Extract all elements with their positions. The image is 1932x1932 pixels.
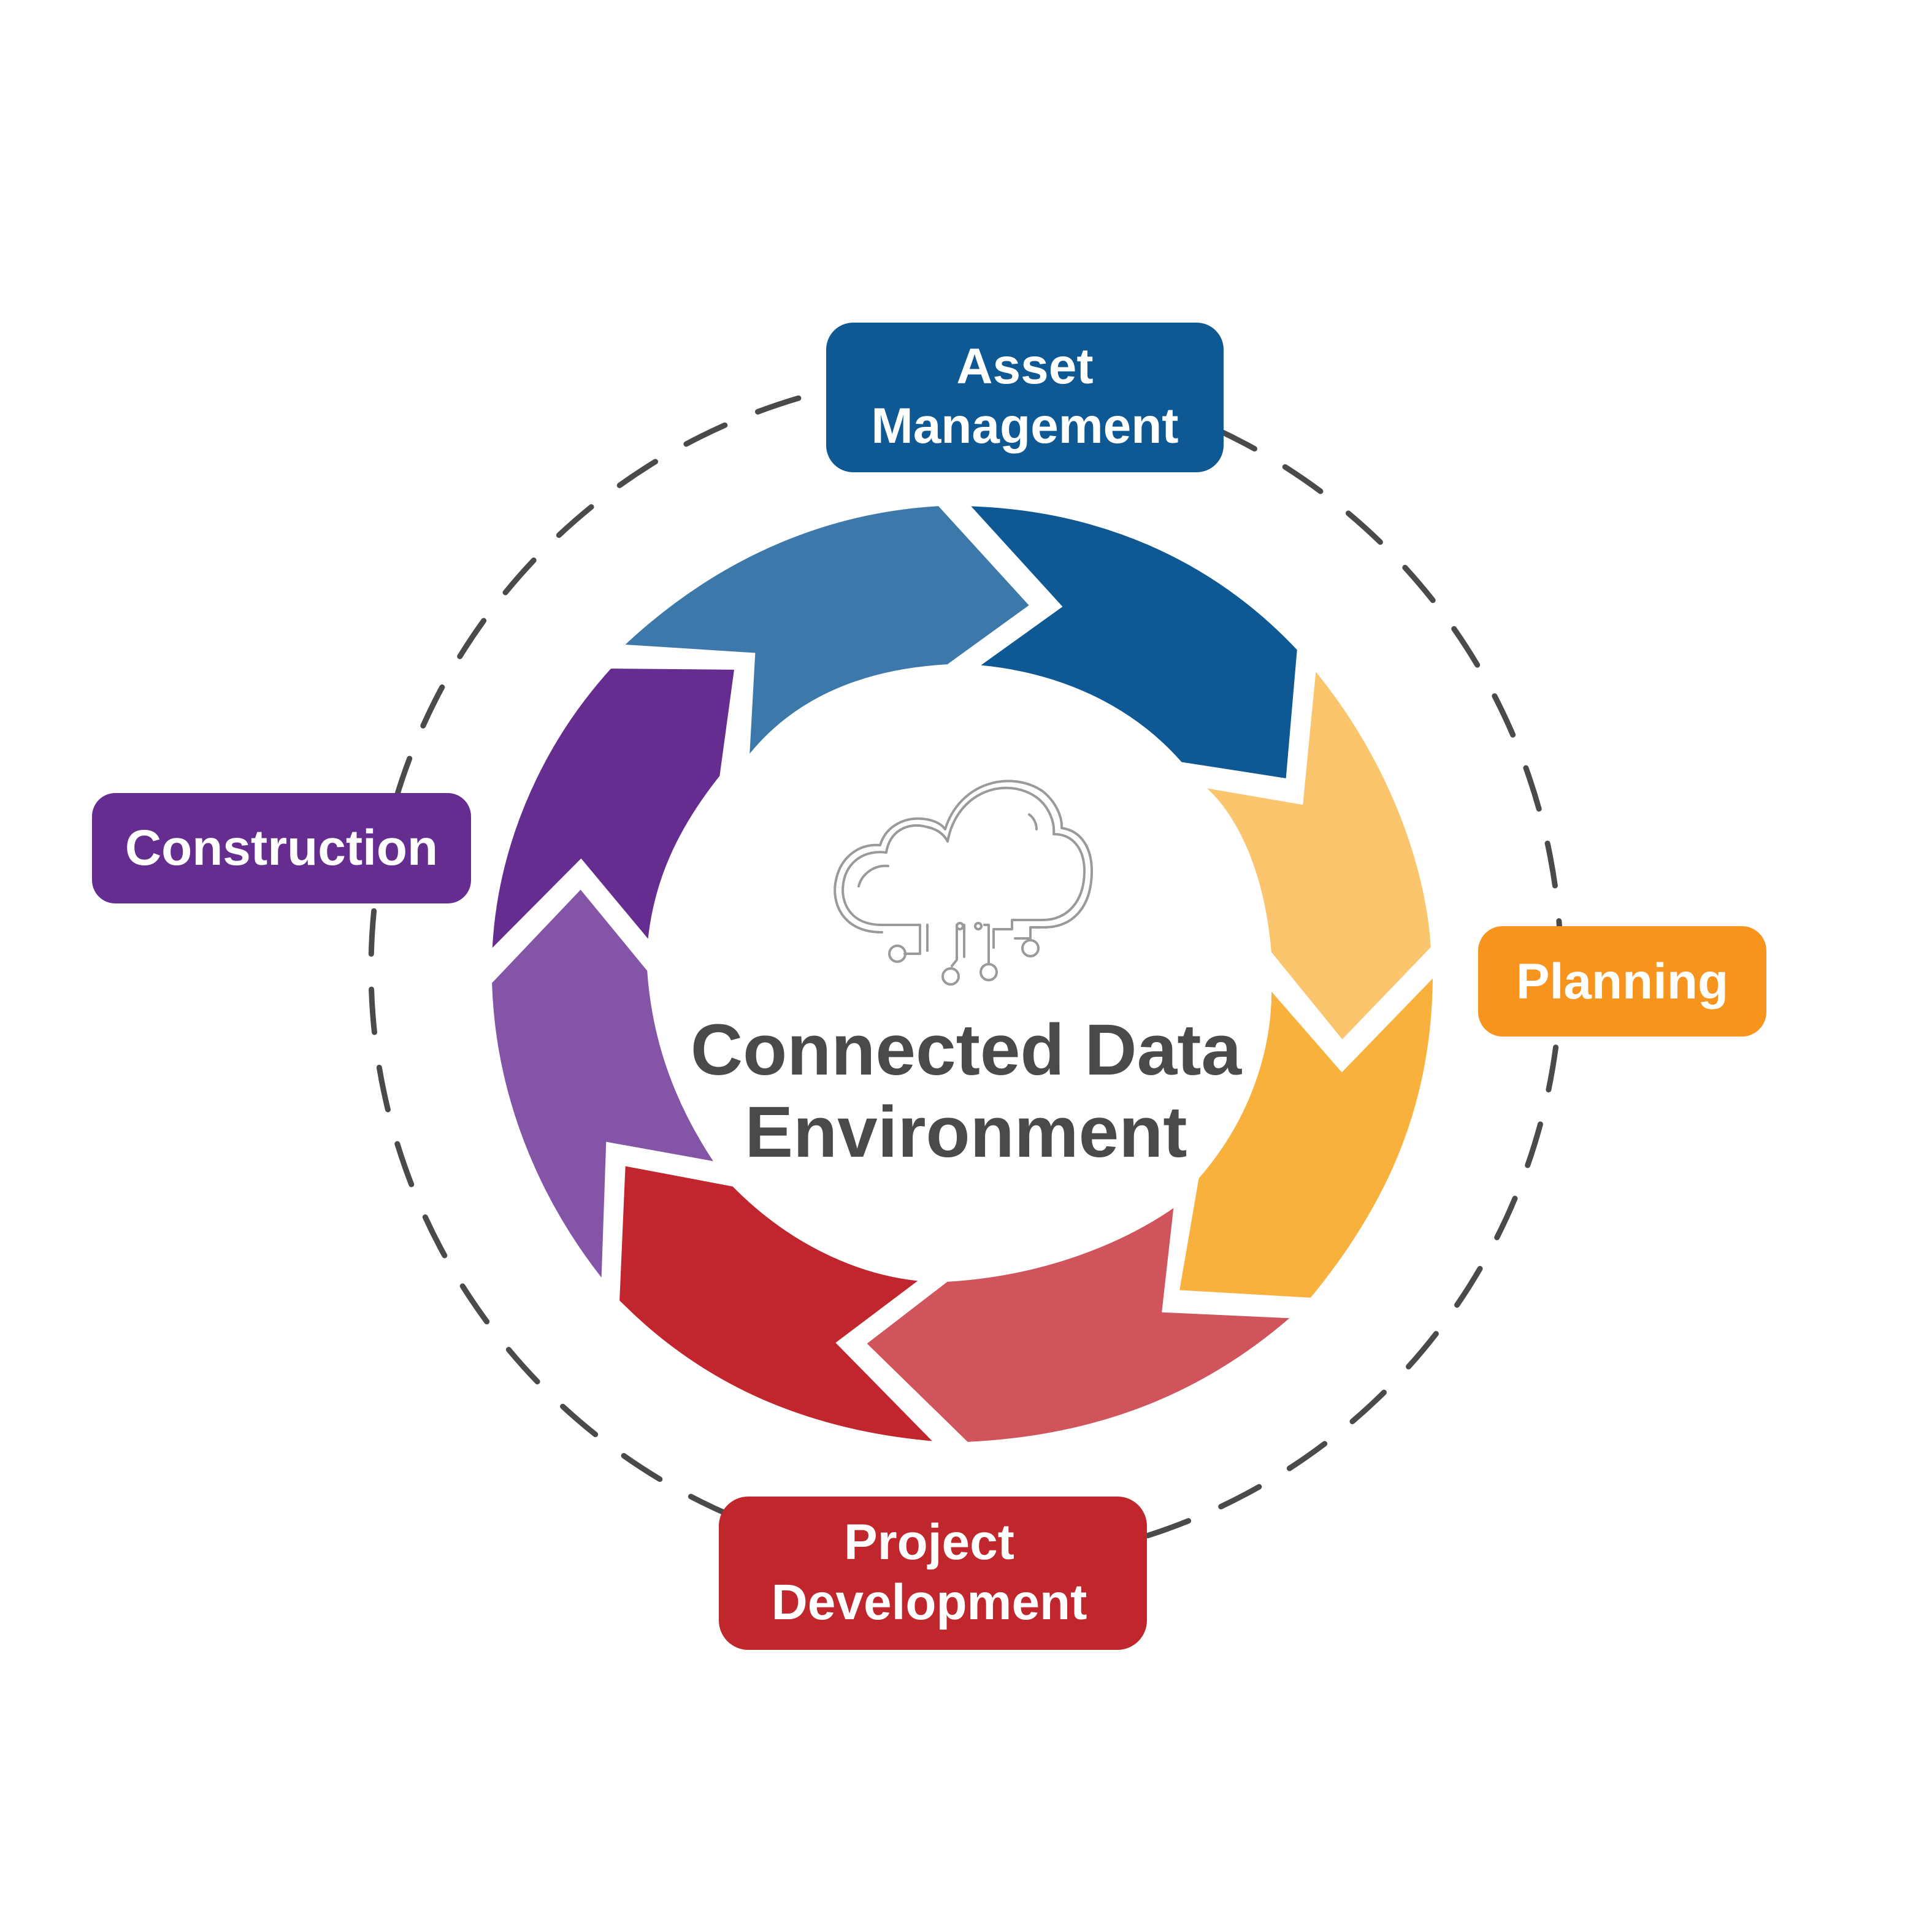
planning-label: Planning [1516, 954, 1728, 1010]
project-development-label-line2: Development [772, 1574, 1087, 1630]
ring-segment-construction-dark [483, 659, 745, 970]
asset-management-label-line2: Management [871, 398, 1178, 454]
ring-segment-asset-management-light [605, 497, 1042, 782]
asset-management-label-line1: Asset [956, 339, 1093, 394]
project-development-label-line1: Project [844, 1514, 1014, 1570]
asset-management-box [826, 323, 1224, 472]
center-title-line2: Environment [745, 1092, 1187, 1173]
stage-label-asset-management: Asset Management [826, 323, 1224, 472]
planning-box [1478, 926, 1766, 1037]
project-development-box [719, 1497, 1147, 1650]
stage-label-project-development: Project Development [719, 1497, 1147, 1650]
construction-box [92, 793, 471, 903]
ring-segment-project-development-dark [610, 1156, 954, 1452]
ring-segment-asset-management-dark [951, 497, 1306, 789]
cycle-ring [483, 497, 1442, 1452]
stage-label-planning: Planning [1478, 926, 1766, 1037]
ring-segment-construction-light [483, 876, 732, 1301]
cloud-circuit-icon [834, 780, 1093, 986]
stage-label-construction: Construction [92, 793, 471, 903]
ring-segment-planning-light [1189, 650, 1440, 1052]
ring-segment-project-development-light [854, 1189, 1311, 1451]
center-title-line1: Connected Data [691, 1010, 1243, 1091]
construction-label: Construction [125, 820, 438, 876]
ring-segment-planning-dark [1169, 957, 1442, 1307]
center-hub: Connected Data Environment [691, 780, 1243, 1173]
